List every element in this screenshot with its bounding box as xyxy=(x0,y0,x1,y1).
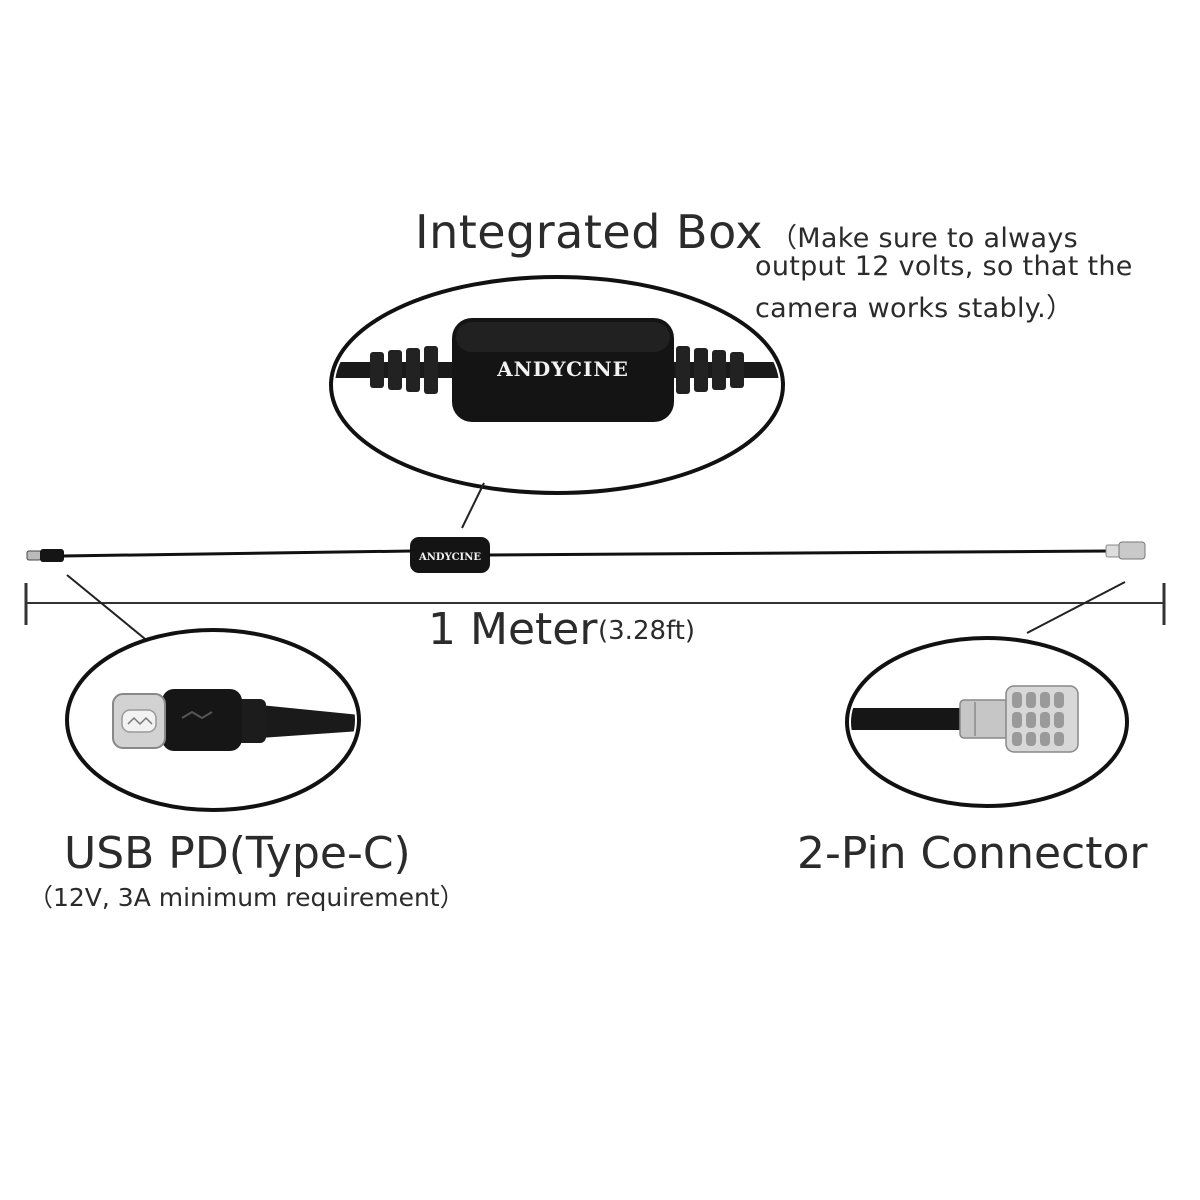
integrated-box xyxy=(410,537,490,573)
integrated-box-note-line-3: camera works stably.） xyxy=(755,293,1074,324)
usb-c-closeup xyxy=(65,628,361,812)
pointer-line-usb xyxy=(66,574,151,644)
pointer-line-pin xyxy=(1026,581,1126,634)
integrated-box-note-line-1: （Make sure to always xyxy=(770,223,1078,254)
usb-pd-requirement: （12V, 3A minimum requirement） xyxy=(28,883,465,912)
brand-logo-small: ANDYCINE xyxy=(418,552,481,563)
brand-logo-closeup: ANDYCINE xyxy=(496,357,629,381)
usb-pd-label: USB PD(Type-C) xyxy=(64,828,411,879)
integrated-box-closeup: ANDYCINE xyxy=(329,275,785,495)
pointer-line-box xyxy=(461,482,485,529)
integrated-box-note-line-2: output 12 volts, so that the xyxy=(755,251,1133,282)
two-pin-connector-closeup xyxy=(845,636,1129,808)
cable-length-label: 1 Meter xyxy=(428,604,598,655)
two-pin-connector-label: 2-Pin Connector xyxy=(797,828,1148,879)
cable-length-imperial: (3.28ft) xyxy=(598,616,696,646)
length-dimension xyxy=(24,583,1166,625)
integrated-box-title: Integrated Box xyxy=(415,205,764,259)
full-cable: ANDYCINE xyxy=(26,537,1146,573)
